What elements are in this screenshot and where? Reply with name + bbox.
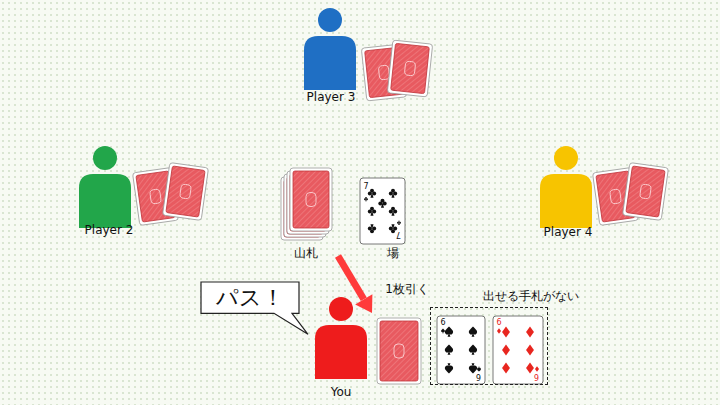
player-figure xyxy=(315,297,367,379)
card-back xyxy=(290,168,332,231)
club-pip xyxy=(368,224,376,233)
spade-pip xyxy=(441,328,445,333)
player-head xyxy=(554,146,578,170)
spade-pip xyxy=(469,345,477,355)
spade-pip xyxy=(445,345,453,355)
pile-label: 場 xyxy=(387,247,399,261)
player-name: Player 3 xyxy=(307,91,356,105)
player-figure xyxy=(304,8,356,90)
pile-label: 山札 xyxy=(294,247,318,261)
spade-pip xyxy=(445,327,453,337)
card-back xyxy=(623,163,669,221)
player-head xyxy=(93,146,117,170)
speech-bubble: パス！ xyxy=(200,281,300,314)
player-head xyxy=(318,8,342,32)
club-pip xyxy=(368,207,376,216)
diamond-pip xyxy=(526,363,534,374)
hand-group-box: 出せる手札がない xyxy=(430,307,548,385)
player-body xyxy=(315,325,367,379)
player-body xyxy=(304,36,356,90)
player-name: Player 4 xyxy=(544,226,593,240)
player-figure xyxy=(540,146,592,228)
player-body xyxy=(540,174,592,228)
card-face xyxy=(493,316,543,384)
club-pip xyxy=(368,189,376,198)
diamond-pip xyxy=(502,363,510,374)
card-back xyxy=(387,40,432,97)
player-body xyxy=(79,174,131,228)
player-name: You xyxy=(331,386,352,400)
spade-pip xyxy=(469,327,477,337)
club-pip xyxy=(389,224,397,233)
card-rank: 6 xyxy=(496,318,501,327)
diamond-pip xyxy=(502,327,510,338)
player-figure xyxy=(79,146,131,228)
card-rank: 6 xyxy=(440,318,445,327)
spade-pip xyxy=(469,363,477,373)
club-pip xyxy=(389,207,397,216)
club-pip xyxy=(378,199,386,208)
player-name: Player 2 xyxy=(85,224,134,238)
card-back xyxy=(377,318,421,384)
club-pip xyxy=(364,197,368,201)
diamond-pip xyxy=(526,345,534,356)
diamond-pip xyxy=(497,328,501,334)
card-back xyxy=(163,163,209,221)
group-heading: 出せる手札がない xyxy=(483,290,579,304)
club-pip xyxy=(397,221,401,225)
spade-pip xyxy=(445,363,453,373)
draw-arrow-head xyxy=(355,294,372,313)
action-note: 1枚引く xyxy=(385,283,429,297)
card-rank: 7 xyxy=(363,182,368,191)
speech-text: パス！ xyxy=(216,285,284,310)
card-rank: 7 xyxy=(396,230,401,239)
diamond-pip xyxy=(502,345,510,356)
card-face xyxy=(360,178,405,244)
card-rank: 6 xyxy=(476,372,481,381)
spade-pip xyxy=(477,367,481,372)
player-head xyxy=(329,297,353,321)
diamond-pip xyxy=(535,366,539,372)
card-face xyxy=(437,316,485,384)
card-rank: 6 xyxy=(534,372,539,381)
club-pip xyxy=(389,189,397,198)
card-back xyxy=(287,171,329,234)
diamond-pip xyxy=(526,327,534,338)
draw-arrow-shaft xyxy=(338,256,364,299)
